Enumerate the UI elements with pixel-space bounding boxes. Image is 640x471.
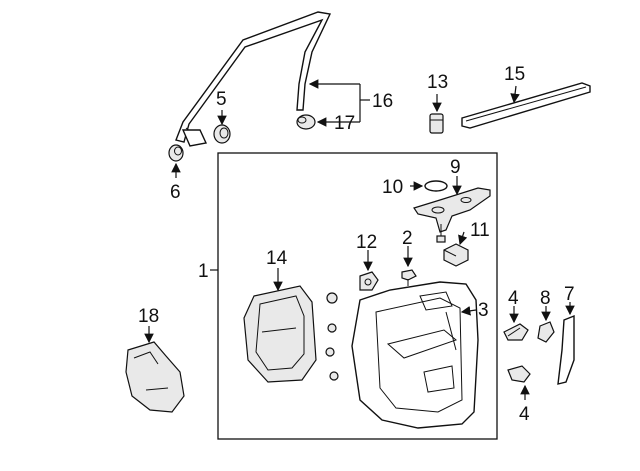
window-frame-molding: [175, 11, 332, 147]
callout-18: 18: [138, 306, 159, 327]
part-11-switch: [443, 243, 469, 267]
part-18-bracket: [125, 341, 185, 413]
part-14-insulator: [243, 285, 317, 383]
push-pins: [325, 292, 339, 381]
callout-2: 2: [402, 228, 413, 249]
part-2-screw: [401, 269, 417, 286]
part-12-clip: [359, 271, 379, 291]
assembly-frame: [217, 152, 498, 440]
leader-lines: [144, 79, 575, 400]
part-4-screw-upper: [503, 323, 529, 341]
callout-11: 11: [470, 220, 490, 241]
callout-14: 14: [266, 248, 288, 269]
callout-7: 7: [564, 284, 575, 305]
part-15-weatherstrip: [461, 82, 591, 129]
callout-1: 1: [198, 261, 209, 282]
callout-13: 13: [427, 72, 448, 93]
part-7-trim: [557, 314, 575, 385]
callout-9: 9: [450, 157, 461, 178]
callout-12: 12: [356, 232, 377, 253]
callout-8: 8: [540, 288, 551, 309]
callout-10: 10: [382, 177, 403, 198]
part-4-screw-lower: [507, 365, 531, 383]
callout-6: 6: [170, 182, 181, 203]
part-10-seal: [424, 180, 448, 192]
part-9-bracket: [413, 187, 491, 243]
part-17-clip: [296, 114, 316, 130]
part-6-cap: [168, 144, 184, 162]
callout-4-lower: 4: [519, 404, 530, 425]
callout-16: 16: [372, 91, 393, 112]
callout-15: 15: [504, 64, 525, 85]
callout-17: 17: [334, 113, 355, 134]
part-3-door-panel: [351, 281, 479, 429]
part-13-switch: [429, 113, 444, 134]
callout-5: 5: [216, 89, 227, 110]
part-8-clip: [537, 321, 555, 343]
callouts: 5 6 13 15 16 17 10 9 11 12 2 1 14 3 4 4 …: [138, 64, 575, 425]
part-5-clip: [213, 124, 231, 144]
callout-4-upper: 4: [508, 288, 519, 309]
callout-3: 3: [478, 300, 489, 321]
